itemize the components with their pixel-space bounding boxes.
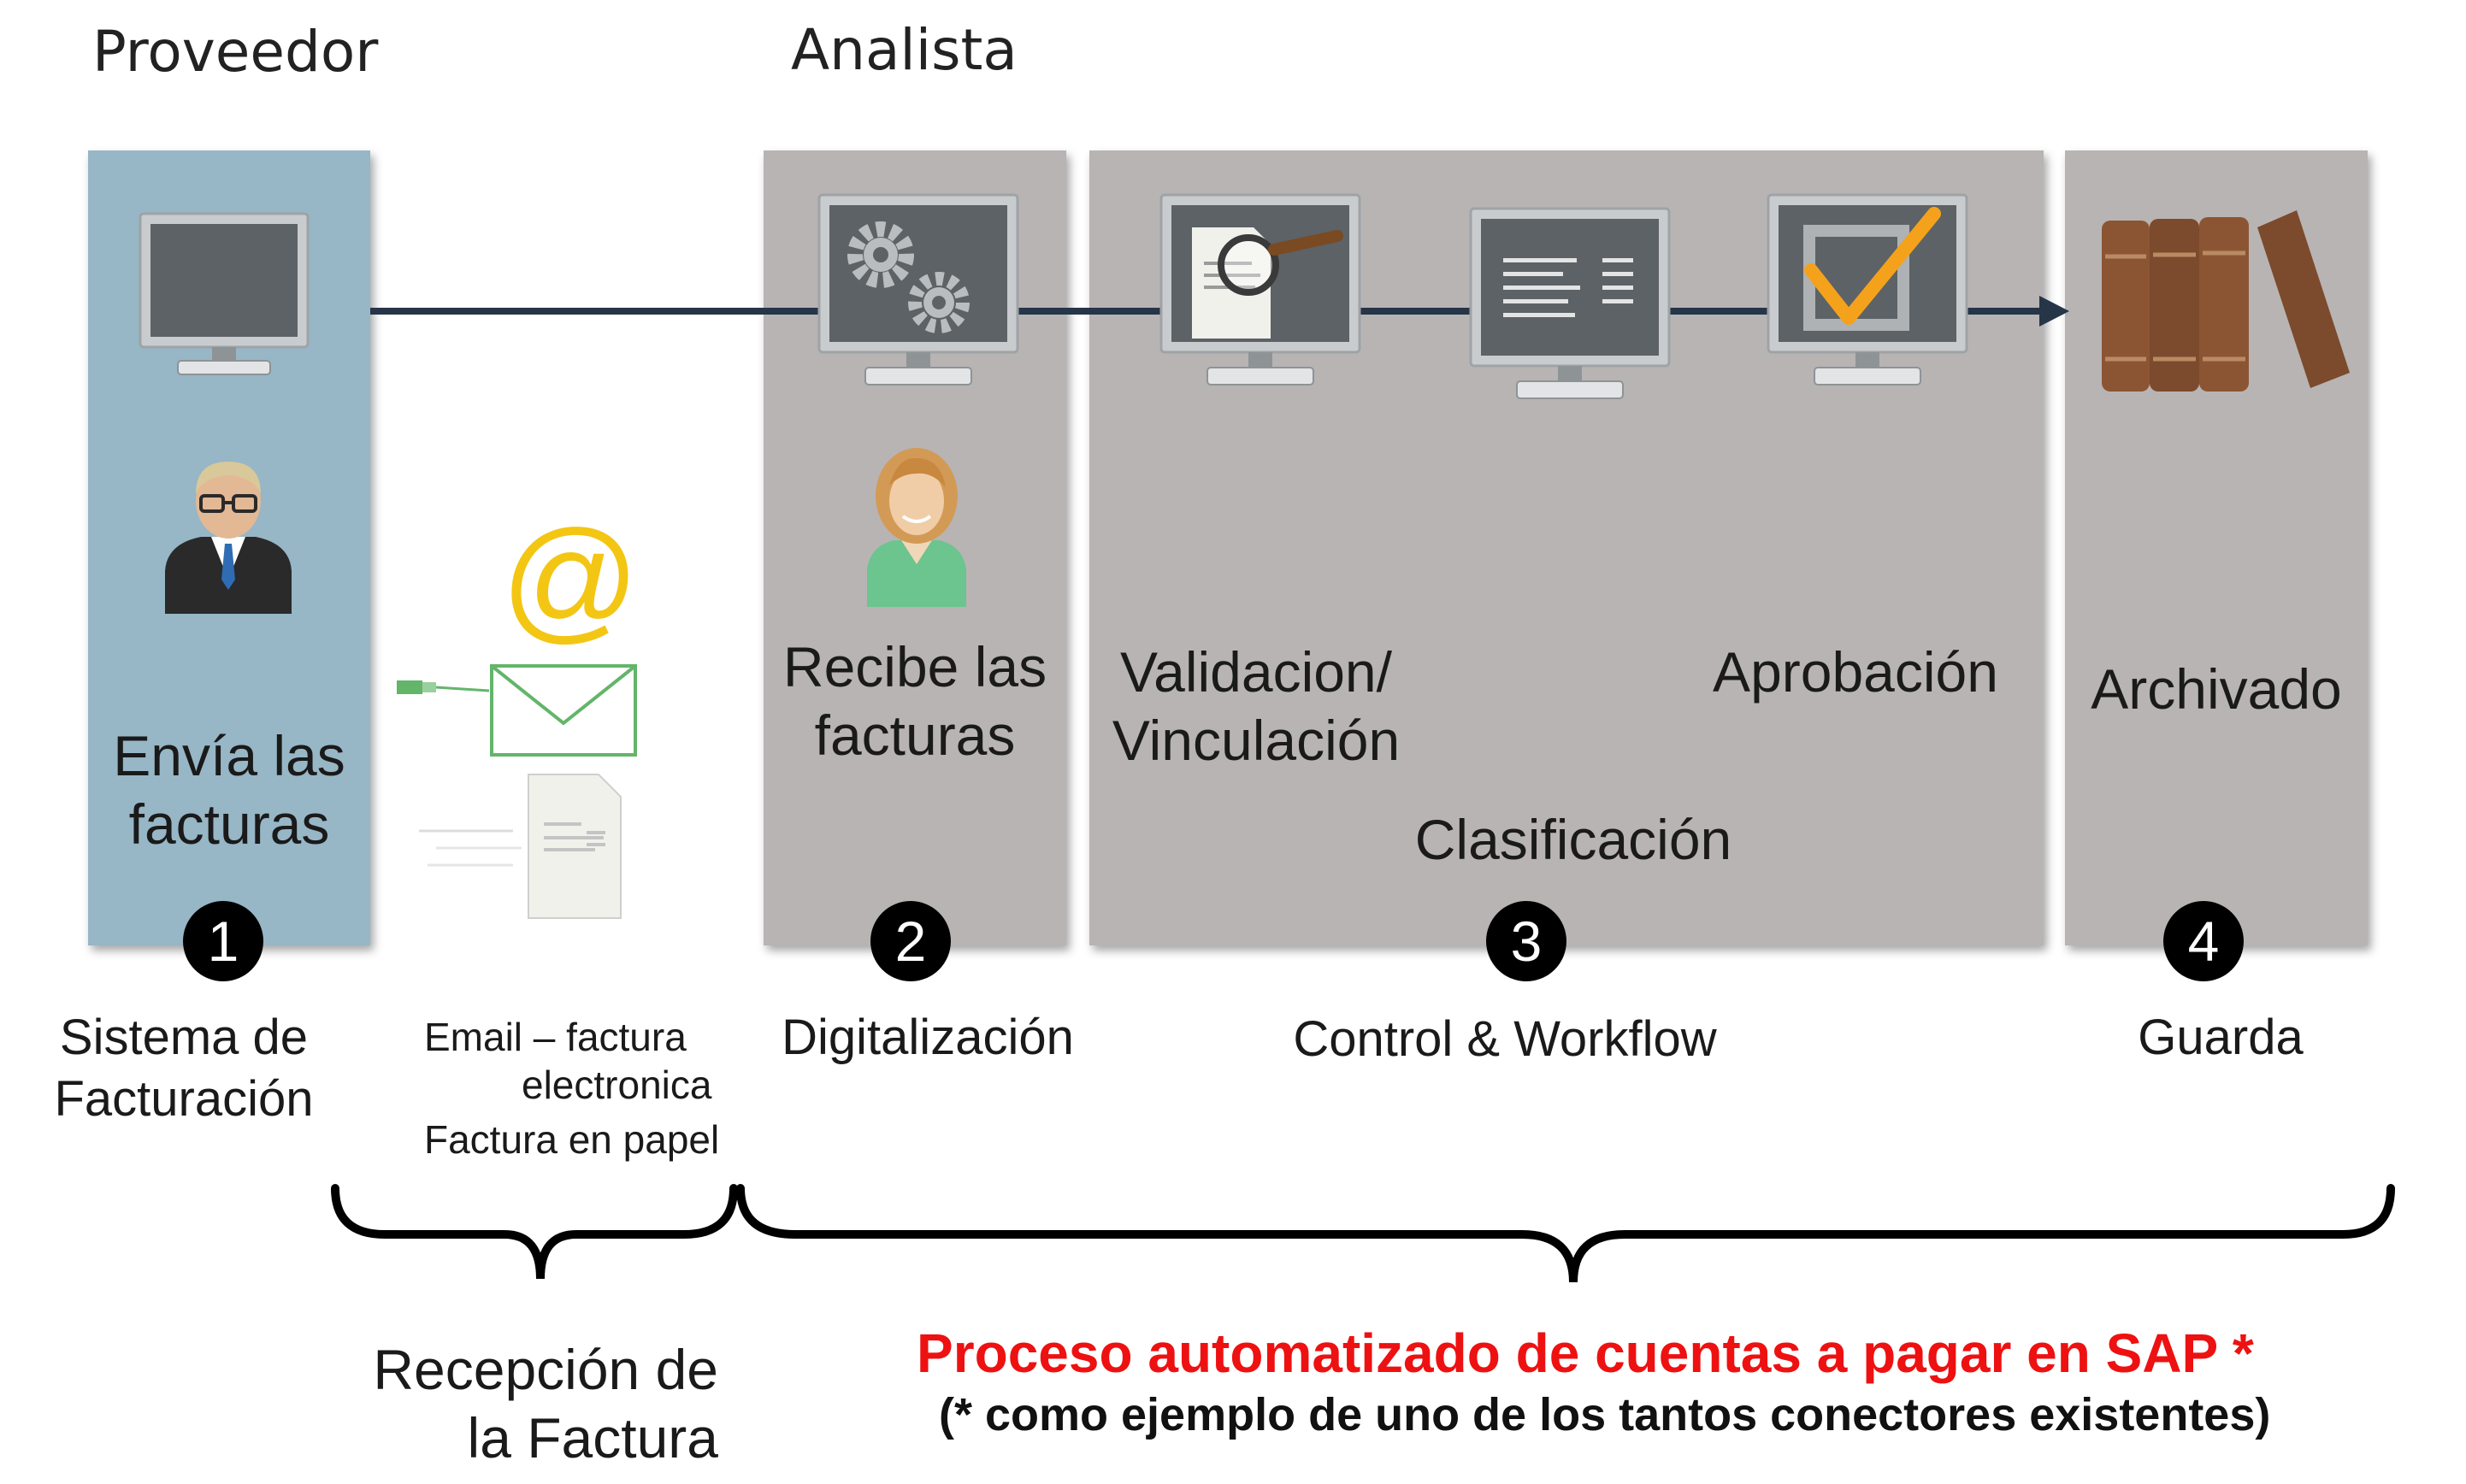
monitor-icon: [139, 212, 310, 375]
step-approval: Aprobación: [1713, 640, 1998, 704]
digitalization-panel-line2: facturas: [814, 704, 1016, 767]
woman-analyst-icon: [867, 448, 966, 607]
role-provider: Proveedor: [92, 19, 379, 85]
caption-email-line1: Email – factura: [424, 1015, 687, 1059]
checkmark-monitor-icon: [1767, 193, 1968, 386]
caption-stage3: Control & Workflow: [1293, 1011, 1717, 1067]
list-monitor-icon: [1469, 207, 1671, 399]
magnifier-monitor-icon: [1159, 193, 1361, 386]
gears-monitor-icon: [817, 193, 1019, 386]
step-number-2: 2: [870, 901, 951, 981]
step-validation-line1: Validacion/: [1120, 640, 1392, 704]
caption-stage2: Digitalización: [782, 1010, 1074, 1065]
caption-email-line2: electronica: [522, 1063, 712, 1107]
provider-panel-line1: Envía las: [113, 724, 345, 787]
storage-panel-label: Archivado: [2091, 657, 2342, 721]
step-validation-line2: Vinculación: [1112, 709, 1401, 772]
paper-document-icon: [419, 774, 622, 919]
businessman-icon: [165, 462, 292, 614]
svg-text:@: @: [501, 502, 640, 655]
caption-stage1-line1: Sistema de: [59, 1010, 309, 1065]
caption-paper: Factura en papel: [424, 1117, 720, 1162]
digitalization-panel-line1: Recibe las: [782, 635, 1047, 698]
step-number-4: 4: [2163, 901, 2244, 981]
process-title: Proceso automatizado de cuentas a pagar …: [917, 1322, 2254, 1384]
role-analyst: Analista: [791, 17, 1018, 83]
step-classification: Clasificación: [1414, 808, 1732, 871]
reception-label-line1: Recepción de: [373, 1338, 718, 1401]
caption-stage4: Guarda: [2138, 1010, 2304, 1065]
step-number-1: 1: [183, 901, 263, 981]
usb-cable-icon: [397, 680, 490, 694]
envelope-icon: [490, 664, 637, 757]
email-at-icon: @: [501, 502, 640, 655]
books-icon: [2102, 210, 2350, 392]
provider-panel-line2: facturas: [128, 792, 330, 856]
step-number-3: 3: [1486, 901, 1566, 981]
reception-label-line2: la Factura: [467, 1406, 718, 1469]
caption-stage1-line2: Facturación: [54, 1071, 314, 1127]
process-note: (* como ejemplo de uno de los tantos con…: [939, 1389, 2271, 1440]
